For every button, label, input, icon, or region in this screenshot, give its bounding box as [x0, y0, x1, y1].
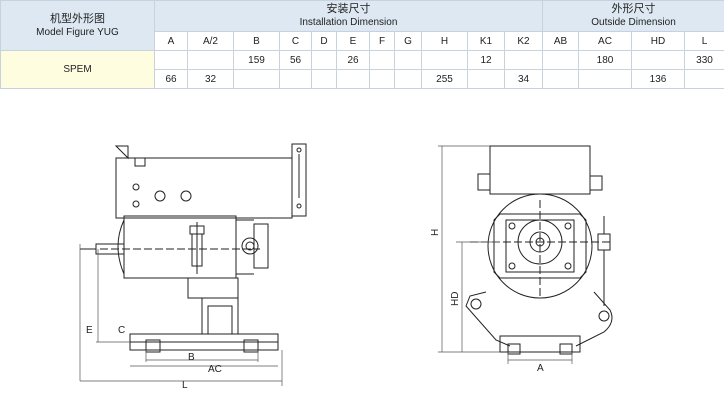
column-header: AB [542, 31, 579, 51]
dim-label-h: H [430, 229, 441, 236]
front-view [465, 145, 613, 355]
install-title-en: Installation Dimension [299, 17, 398, 28]
model-header-cell: 机型外形图 Model Figure YUG [0, 0, 155, 51]
value-cell: 26 [336, 50, 370, 70]
dim-label-ac: AC [208, 364, 222, 375]
value-cell: 66 [154, 69, 188, 89]
install-header-cell: 安装尺寸 Installation Dimension [154, 0, 543, 32]
dim-label-c: C [118, 325, 125, 336]
outside-title-en: Outside Dimension [591, 17, 676, 28]
column-header: H [421, 31, 468, 51]
technical-drawing: E C B AC L [79, 143, 613, 391]
column-header: F [369, 31, 395, 51]
dim-label-hd: HD [450, 292, 461, 306]
value-cell [154, 50, 188, 70]
value-cell [311, 50, 337, 70]
column-header: K1 [467, 31, 505, 51]
value-cell: 32 [187, 69, 234, 89]
value-cell: 180 [578, 50, 632, 70]
column-header: A/2 [187, 31, 234, 51]
column-header: HD [631, 31, 685, 51]
value-cell [369, 50, 395, 70]
column-header: L [683, 31, 724, 51]
dimension-table: 机型外形图 Model Figure YUG 安装尺寸 Installation… [0, 0, 724, 89]
side-view-labels: E C B AC L [86, 325, 222, 391]
value-cell: 34 [504, 69, 543, 89]
install-title-cn: 安装尺寸 [326, 3, 371, 15]
dim-label-b: B [188, 352, 195, 363]
value-cell: 136 [631, 69, 685, 89]
column-header: A [154, 31, 188, 51]
outside-title-cn: 外形尺寸 [611, 3, 656, 15]
value-cell [279, 69, 312, 89]
value-cell [394, 69, 422, 89]
column-header: E [336, 31, 370, 51]
front-view-dimensions [438, 145, 573, 364]
value-cell [187, 50, 234, 70]
value-cell [311, 69, 337, 89]
column-header: D [311, 31, 337, 51]
value-cell [542, 50, 579, 70]
value-cell [233, 69, 280, 89]
value-cell [578, 69, 632, 89]
model-cell: SPEM [0, 50, 155, 89]
column-header: C [279, 31, 312, 51]
column-header: K2 [504, 31, 543, 51]
dim-label-l: L [182, 380, 188, 391]
value-cell [369, 69, 395, 89]
outside-header-cell: 外形尺寸 Outside Dimension [541, 0, 724, 32]
value-cell: 330 [683, 50, 724, 70]
column-header: G [394, 31, 422, 51]
value-cell [631, 50, 685, 70]
dim-label-e: E [86, 325, 93, 336]
value-cell [421, 50, 468, 70]
value-cell [336, 69, 370, 89]
value-cell: 159 [233, 50, 280, 70]
side-view-dimensions [79, 244, 283, 386]
value-cell [542, 69, 579, 89]
column-header: B [233, 31, 280, 51]
value-cell: 12 [467, 50, 505, 70]
value-cell [394, 50, 422, 70]
value-cell: 56 [279, 50, 312, 70]
dim-label-a: A [537, 363, 544, 374]
column-header: AC [578, 31, 632, 51]
side-view [80, 143, 307, 353]
model-title-en: Model Figure YUG [36, 26, 119, 38]
model-title-cn: 机型外形图 [50, 12, 105, 25]
value-cell [504, 50, 543, 70]
front-view-labels: H HD A [430, 229, 544, 374]
value-cell: 255 [421, 69, 468, 89]
value-cell [467, 69, 505, 89]
value-cell [683, 69, 724, 89]
